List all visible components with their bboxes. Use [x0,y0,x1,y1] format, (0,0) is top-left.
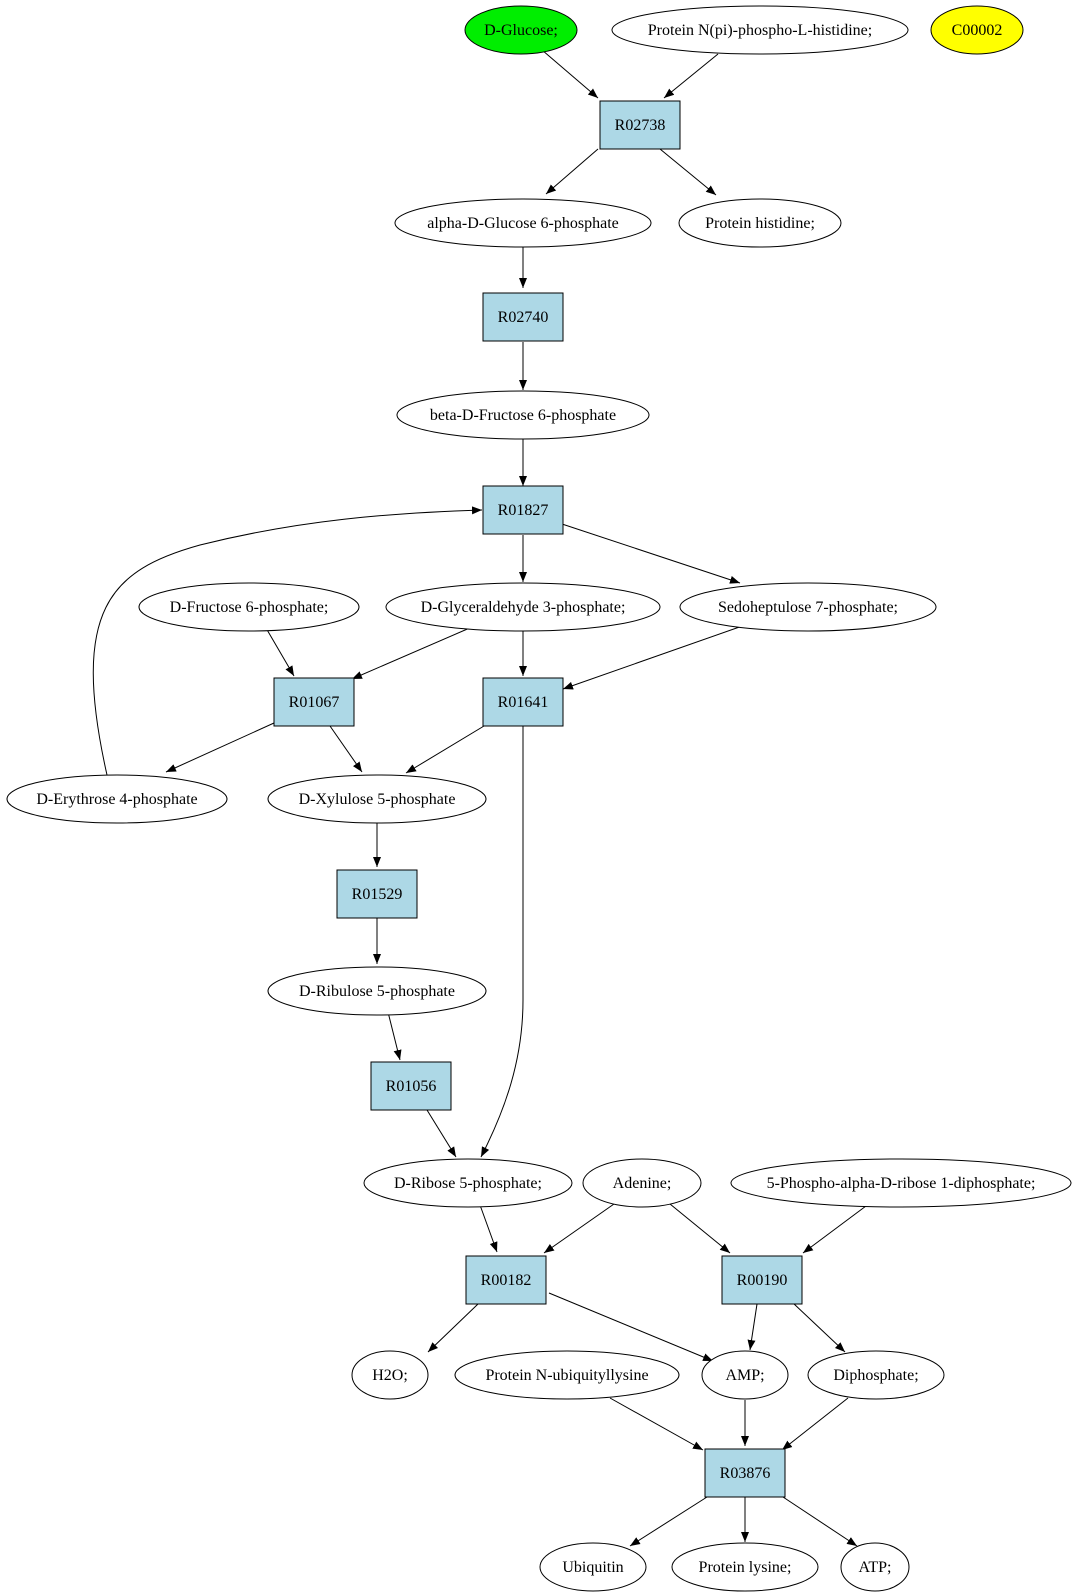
reaction-node-r01067[interactable]: R01067 [273,677,355,727]
compound-node-c00002[interactable]: C00002 [930,5,1024,55]
compound-node-protein-n-ubiquityllysine[interactable]: Protein N-ubiquityllysine [454,1350,680,1400]
svg-text:D-Ribose 5-phosphate;: D-Ribose 5-phosphate; [394,1175,542,1192]
edge-c2-r1 [663,53,719,99]
svg-text:R01067: R01067 [289,694,340,711]
edge-r4-c10 [165,722,275,773]
compound-node-atp[interactable]: ATP; [840,1542,910,1592]
reaction-node-r01056[interactable]: R01056 [370,1061,452,1111]
svg-text:D-Xylulose 5-phosphate: D-Xylulose 5-phosphate [299,791,456,808]
svg-text:R01529: R01529 [352,886,403,903]
svg-text:C00002: C00002 [952,22,1003,39]
edge-c14-r9 [669,1203,731,1254]
svg-text:D-Glucose;: D-Glucose; [484,22,558,39]
edge-r8-c16 [427,1303,479,1353]
compound-node-amp[interactable]: AMP; [701,1350,789,1400]
compound-nodes: D-Glucose; Protein N(pi)-phospho-L-histi… [6,5,1072,1592]
svg-text:R01641: R01641 [498,694,549,711]
edge-r3-c9 [561,523,741,584]
svg-text:D-Glyceraldehyde 3-phosphate;: D-Glyceraldehyde 3-phosphate; [421,599,626,616]
compound-node-5-phospho-alpha-d-ribose-1-diphosphate[interactable]: 5-Phospho-alpha-D-ribose 1-diphosphate; [730,1158,1072,1208]
svg-text:Adenine;: Adenine; [613,1175,672,1192]
compound-node-diphosphate[interactable]: Diphosphate; [807,1350,945,1400]
edge-c7-r4 [265,627,295,677]
svg-text:R00182: R00182 [481,1272,532,1289]
svg-text:R00190: R00190 [737,1272,788,1289]
svg-text:Protein N-ubiquityllysine: Protein N-ubiquityllysine [485,1367,648,1384]
edge-r7-c13 [426,1109,457,1158]
compound-node-d-glucose[interactable]: D-Glucose; [464,5,578,55]
svg-text:ATP;: ATP; [859,1559,892,1576]
edge-c8-r4 [351,626,473,680]
reaction-node-r01827[interactable]: R01827 [482,485,564,535]
svg-text:R03876: R03876 [720,1465,771,1482]
reaction-nodes: R02738 R02740 R01827 R01067 R01641 R0152… [273,100,803,1498]
edge-c9-r5 [562,623,749,690]
svg-text:D-Ribulose 5-phosphate: D-Ribulose 5-phosphate [299,983,455,1000]
compound-node-d-xylulose-5-phosphate[interactable]: D-Xylulose 5-phosphate [267,774,487,824]
compound-node-ubiquitin[interactable]: Ubiquitin [539,1542,647,1592]
compound-node-protein-histidine[interactable]: Protein histidine; [678,198,842,248]
svg-text:Protein lysine;: Protein lysine; [699,1559,792,1576]
compound-node-d-erythrose-4-phosphate[interactable]: D-Erythrose 4-phosphate [6,774,228,824]
edge-c17-r10 [609,1397,704,1451]
edge-r1-c5 [659,148,717,196]
edge-r8-c18 [548,1292,714,1362]
svg-text:alpha-D-Glucose 6-phosphate: alpha-D-Glucose 6-phosphate [427,215,619,232]
svg-text:5-Phospho-alpha-D-ribose 1-dip: 5-Phospho-alpha-D-ribose 1-diphosphate; [767,1175,1036,1192]
edge-c19-r10 [781,1397,849,1451]
reaction-node-r01529[interactable]: R01529 [336,869,418,919]
edge-r5-c11 [405,725,485,774]
edge-c10-r3 [92,506,483,776]
compound-node-beta-d-fructose-6-phosphate[interactable]: beta-D-Fructose 6-phosphate [396,390,650,440]
edge-r5-c13 [480,725,524,1158]
edge-r10-c20 [629,1496,708,1547]
edges [92,49,867,1547]
edge-r4-c11 [329,725,363,773]
reaction-node-r03876[interactable]: R03876 [704,1448,786,1498]
edge-c13-r8 [479,1204,498,1253]
reaction-node-r02740[interactable]: R02740 [482,292,564,342]
compound-node-d-ribulose-5-phosphate[interactable]: D-Ribulose 5-phosphate [267,966,487,1016]
edge-r1-c4 [545,148,599,195]
svg-text:Protein histidine;: Protein histidine; [705,215,815,232]
compound-node-adenine[interactable]: Adenine; [582,1158,702,1208]
compound-node-d-glyceraldehyde-3-phosphate[interactable]: D-Glyceraldehyde 3-phosphate; [385,582,661,632]
svg-text:D-Fructose 6-phosphate;: D-Fructose 6-phosphate; [170,599,329,616]
svg-text:R01827: R01827 [498,502,549,519]
compound-node-protein-n-pi-phospho-l-histidine[interactable]: Protein N(pi)-phospho-L-histidine; [611,5,909,55]
svg-text:Sedoheptulose 7-phosphate;: Sedoheptulose 7-phosphate; [718,599,898,616]
compound-node-d-fructose-6-phosphate[interactable]: D-Fructose 6-phosphate; [138,582,360,632]
edge-r9-c18 [747,1303,758,1351]
compound-node-sedoheptulose-7-phosphate[interactable]: Sedoheptulose 7-phosphate; [679,582,937,632]
compound-node-d-ribose-5-phosphate[interactable]: D-Ribose 5-phosphate; [363,1158,573,1208]
reaction-node-r00182[interactable]: R00182 [465,1255,547,1305]
svg-text:Protein N(pi)-phospho-L-histid: Protein N(pi)-phospho-L-histidine; [648,22,872,39]
compound-node-protein-lysine[interactable]: Protein lysine; [671,1542,819,1592]
edge-r9-c19 [792,1302,846,1353]
edge-c15-r9 [802,1205,867,1254]
compound-node-h2o[interactable]: H2O; [351,1350,429,1400]
reaction-node-r02738[interactable]: R02738 [599,100,681,150]
svg-text:Ubiquitin: Ubiquitin [562,1559,623,1576]
svg-text:R01056: R01056 [386,1078,437,1095]
svg-text:R02740: R02740 [498,309,549,326]
svg-text:AMP;: AMP; [725,1367,764,1384]
svg-text:R02738: R02738 [615,117,666,134]
svg-text:beta-D-Fructose 6-phosphate: beta-D-Fructose 6-phosphate [430,407,616,424]
edge-r10-c22 [782,1496,858,1547]
svg-text:Diphosphate;: Diphosphate; [833,1367,918,1384]
edge-c12-r7 [387,1011,402,1061]
edge-c1-r1 [541,49,599,99]
svg-text:D-Erythrose 4-phosphate: D-Erythrose 4-phosphate [36,791,197,808]
svg-text:H2O;: H2O; [372,1367,408,1384]
edge-c14-r8 [543,1203,615,1254]
compound-node-alpha-d-glucose-6-phosphate[interactable]: alpha-D-Glucose 6-phosphate [394,198,652,248]
reaction-node-r00190[interactable]: R00190 [721,1255,803,1305]
reaction-node-r01641[interactable]: R01641 [482,677,564,727]
